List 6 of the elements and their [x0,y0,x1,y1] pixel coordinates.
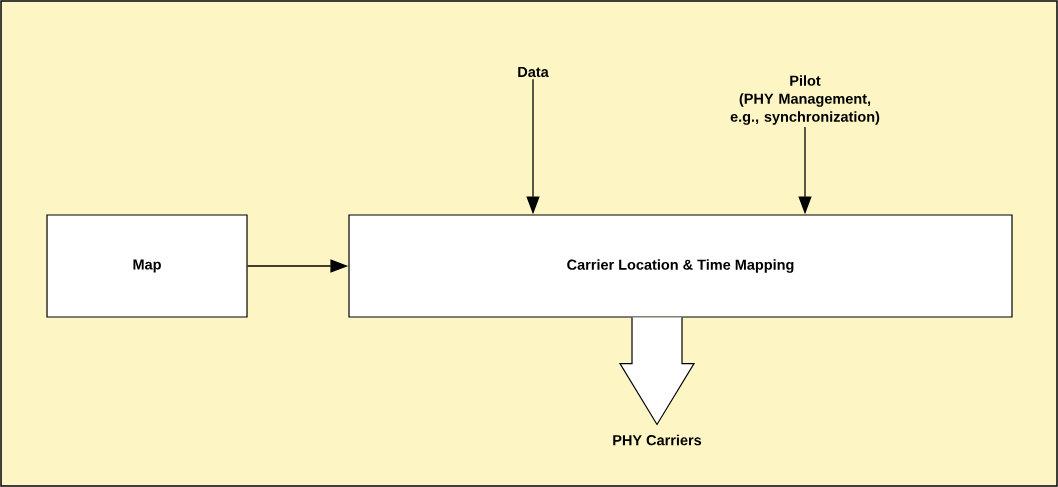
process-box: Map [46,214,248,318]
process-box: Carrier Location & Time Mapping [348,214,1013,318]
text-label: PHY Carriers [613,434,702,446]
text-label: Pilot (PHY Management, e.g., synchronization) [730,75,880,125]
block-arrow [618,317,696,426]
text-label: Data [518,66,549,78]
